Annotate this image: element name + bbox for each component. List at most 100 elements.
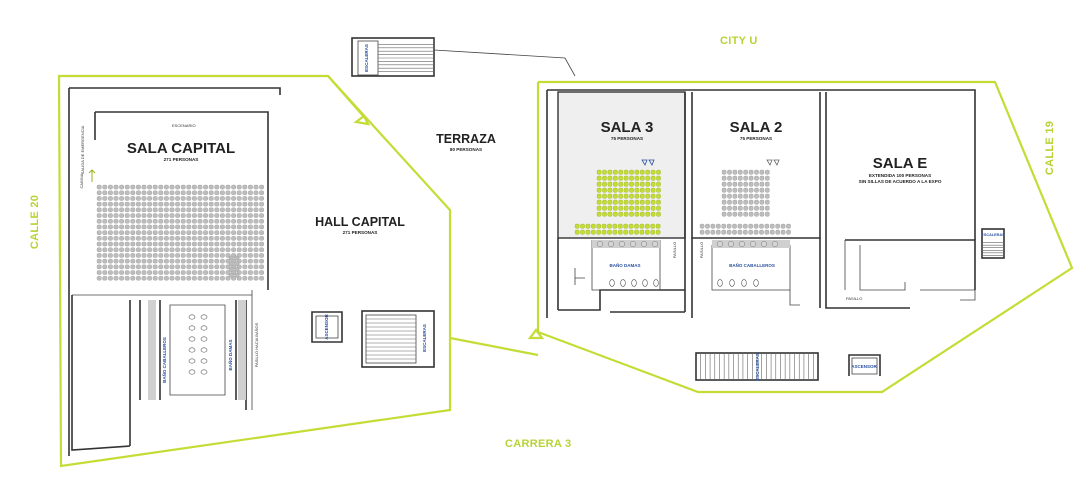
podium-icon <box>641 159 655 166</box>
seat <box>591 229 596 235</box>
seat <box>219 201 225 207</box>
seat <box>186 184 192 190</box>
street-label-calle-19: CALLE 19 <box>1044 121 1056 175</box>
seat <box>186 213 192 218</box>
seat <box>119 184 125 190</box>
seat <box>219 230 225 235</box>
seat <box>253 264 259 270</box>
seat <box>147 253 152 258</box>
seat <box>180 218 186 224</box>
seat <box>231 184 236 190</box>
seat <box>96 196 102 201</box>
seat <box>656 181 661 187</box>
seat <box>107 236 113 241</box>
seat <box>197 247 203 252</box>
seat <box>191 253 197 258</box>
seat <box>214 247 220 252</box>
seat <box>180 190 186 195</box>
seat <box>574 229 580 235</box>
seat <box>113 276 119 281</box>
seat <box>214 201 220 207</box>
sala-2-title: SALA 2 <box>730 119 783 136</box>
seat <box>152 218 158 224</box>
toilet <box>760 240 768 248</box>
seat <box>759 223 764 229</box>
seat <box>759 199 765 205</box>
seat <box>208 276 214 281</box>
sala-capital-title: SALA CAPITAL <box>127 140 235 157</box>
hall-capital-capacity: 271 PERSONAS <box>343 230 378 235</box>
seat <box>629 187 634 193</box>
seat <box>135 201 141 207</box>
seat <box>732 199 738 205</box>
seat <box>107 213 113 218</box>
seat <box>645 205 650 211</box>
stairs-top-label: ESCALERAS <box>364 44 369 72</box>
seat <box>721 187 727 193</box>
seat <box>208 247 214 252</box>
seat <box>748 223 753 229</box>
seat <box>253 190 259 195</box>
seat <box>147 213 152 218</box>
seat <box>107 207 113 213</box>
seat <box>186 224 192 230</box>
toilet <box>629 240 637 248</box>
seat <box>721 181 727 187</box>
seat <box>169 184 175 190</box>
seat <box>601 229 607 235</box>
seat <box>738 175 743 181</box>
seat <box>180 258 186 264</box>
seat <box>656 169 661 175</box>
seat <box>102 241 108 247</box>
seat <box>214 236 220 241</box>
seat <box>247 264 253 270</box>
seat <box>191 218 197 224</box>
seat <box>699 229 705 235</box>
seat <box>130 264 136 270</box>
seat <box>214 253 220 258</box>
seat <box>634 205 640 211</box>
seat <box>259 247 264 252</box>
toilet <box>716 240 724 248</box>
seat <box>699 223 705 229</box>
seat <box>163 276 169 281</box>
seat <box>628 229 634 235</box>
seat <box>135 207 141 213</box>
seat <box>119 276 125 281</box>
seat <box>96 276 102 281</box>
seat <box>225 184 231 190</box>
seat <box>186 196 192 201</box>
seat <box>253 218 259 224</box>
seat <box>225 218 231 224</box>
seat <box>629 199 634 205</box>
seat <box>234 267 240 272</box>
seat <box>253 236 259 241</box>
seat <box>228 255 234 261</box>
seat <box>130 241 136 247</box>
seat <box>203 258 208 264</box>
seat <box>124 270 130 275</box>
seat <box>259 241 264 247</box>
seat <box>743 229 748 235</box>
seat <box>163 258 169 264</box>
seat <box>225 224 231 230</box>
seat <box>656 187 661 193</box>
seat <box>152 276 158 281</box>
seat <box>259 224 264 230</box>
seat <box>152 264 158 270</box>
seat <box>96 270 102 275</box>
seat <box>253 196 259 201</box>
seat <box>158 247 164 252</box>
seat <box>623 211 629 217</box>
seat <box>141 213 147 218</box>
seat <box>786 223 791 229</box>
seat <box>650 169 656 175</box>
seat <box>645 181 650 187</box>
sala-capital-seating <box>96 184 264 281</box>
seat <box>732 169 738 175</box>
seat <box>214 184 220 190</box>
seat <box>727 199 732 205</box>
seat <box>765 199 770 205</box>
seat <box>158 190 164 195</box>
seat <box>163 270 169 275</box>
